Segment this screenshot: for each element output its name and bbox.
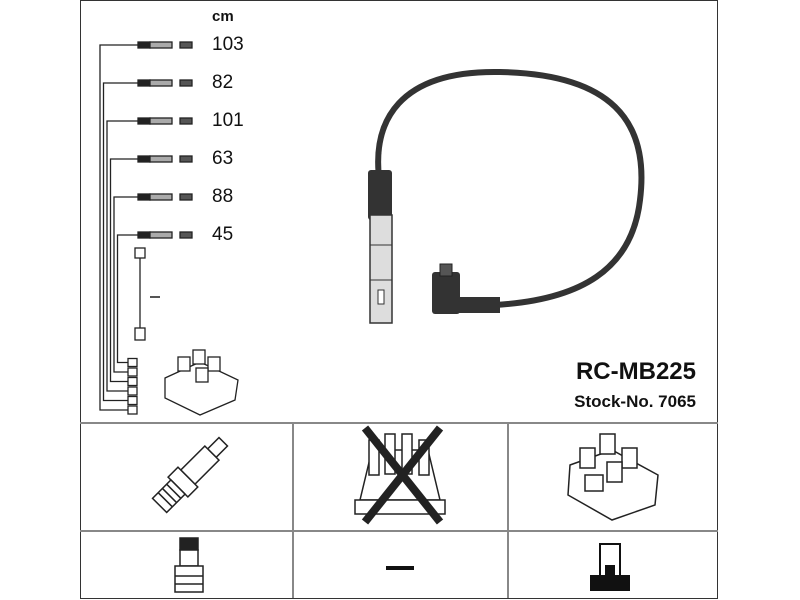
plug-terminal [179,193,193,201]
plug-terminal [179,231,193,239]
plug-boot [137,117,151,125]
coil-lead-length-dash [150,296,160,298]
lead-length-5: 88 [212,186,234,207]
divider [80,422,718,424]
lead-wire [116,234,138,364]
spark-plug-icon [151,436,229,514]
coil-connector-icon [590,543,630,591]
divider [292,422,294,598]
coil-terminal [127,357,138,368]
ignition-lead-illustration [368,68,645,324]
coil-terminal [127,386,138,396]
plug-body [149,193,173,201]
plug-body [149,79,173,87]
model-number: RC-MB225 [575,358,696,385]
plug-terminal [179,155,193,163]
straight-plug-connector-icon [174,537,204,593]
coil-terminal [127,376,138,387]
lead-length-6: 45 [212,224,234,245]
lead-length-3: 101 [212,110,244,131]
plug-terminal [179,79,193,87]
lead-wire [102,82,138,402]
no-distributor-connector-dash [386,566,414,570]
lead-length-4: 63 [212,148,234,169]
divider [80,530,718,532]
plug-body [149,231,173,239]
coil-terminal [127,395,138,406]
lead-schematic [99,41,193,415]
plug-boot [137,193,151,201]
plug-boot [137,79,151,87]
coil-terminal [127,367,138,377]
plug-body [149,117,173,125]
stock-number: Stock-No. 7065 [574,392,696,411]
divider [507,422,509,598]
distributor-cap-crossed-icon [354,425,446,525]
plug-body [149,155,173,163]
length-unit: cm [212,8,234,25]
lead-wire [113,196,138,373]
coil-small-icon [164,349,239,416]
plug-body [149,41,173,49]
lead-wire [109,158,138,383]
plug-boot [137,41,151,49]
plug-boot [137,231,151,239]
coil-lead-end [134,247,146,259]
plug-boot [137,155,151,163]
coil-lead-end [134,327,146,341]
lead-wire [106,120,138,392]
ignition-coil-icon [567,433,659,521]
plug-terminal [179,117,193,125]
diagram-frame [80,0,718,599]
lead-length-1: 103 [212,34,244,55]
lead-length-2: 82 [212,72,234,93]
coil-terminal [127,405,138,415]
lead-wire [99,44,138,411]
plug-terminal [179,41,193,49]
